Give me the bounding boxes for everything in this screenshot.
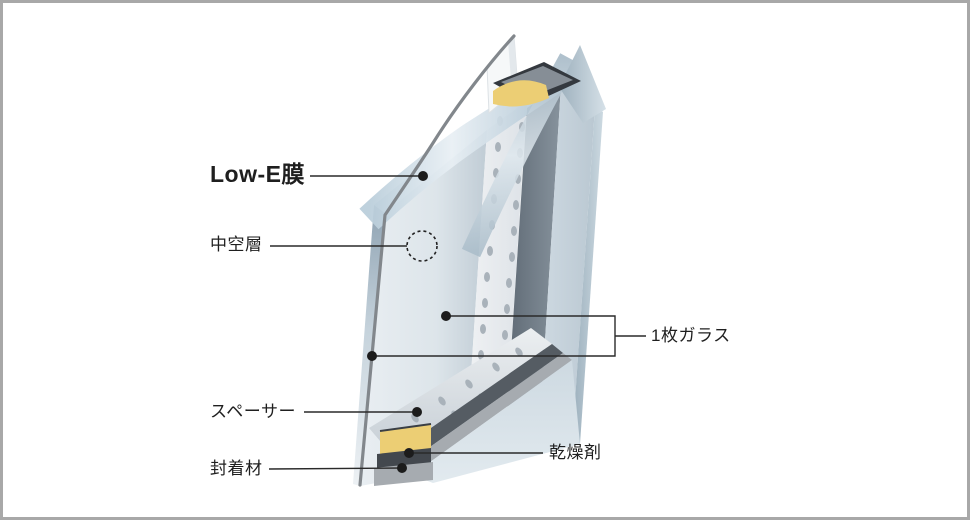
- desiccant-top: [493, 80, 549, 107]
- glazing-unit-illustration: [268, 3, 646, 487]
- bottom-spacer-face: [369, 328, 552, 455]
- label-sealant: 封着材: [210, 459, 263, 478]
- glass-unit: [341, 3, 613, 487]
- dot-desiccant: [404, 448, 414, 458]
- bottom-glass-edge: [412, 360, 580, 483]
- leader-glass-bracket: [376, 315, 646, 357]
- top-background-mask-right: [549, 3, 613, 73]
- leader-lines: [268, 175, 646, 470]
- bottom-outer-sealant-band: [403, 353, 572, 475]
- leader-sealant: [268, 467, 403, 470]
- label-single-glass: 1枚ガラス: [651, 326, 731, 345]
- lowe-film-curve: [358, 34, 516, 487]
- dot-sealant: [397, 463, 407, 473]
- dot-low-e: [418, 171, 428, 181]
- label-air-layer: 中空層: [210, 235, 263, 254]
- air-layer-dashed-circle: [406, 230, 438, 262]
- rear-pane-right-edge: [572, 107, 603, 445]
- dot-spacer: [412, 407, 422, 417]
- desiccant-front: [380, 424, 431, 458]
- dot-glass-front: [367, 351, 377, 361]
- front-pane-edge-face: [353, 205, 385, 486]
- label-desiccant: 乾燥剤: [549, 443, 602, 462]
- dot-glass-rear: [441, 311, 451, 321]
- rear-pane-top-wedge: [559, 45, 606, 123]
- desiccant-top-line: [379, 423, 432, 432]
- label-low-e-film: Low-E膜: [210, 161, 305, 187]
- bottom-sealant-band: [392, 344, 563, 466]
- top-cutaway: [493, 62, 581, 107]
- label-spacer: スペーサー: [210, 402, 296, 421]
- bottom-cutaway-notch: [374, 423, 433, 486]
- leader-dots: [367, 171, 451, 473]
